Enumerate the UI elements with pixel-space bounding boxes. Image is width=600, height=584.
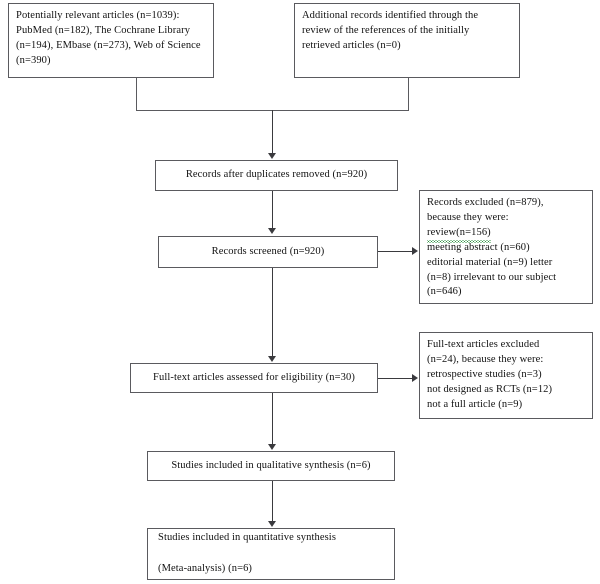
node-records-excluded: Records excluded (n=879), because they w… [419, 190, 593, 304]
identification-databases-line-4: (n=390) [16, 54, 51, 66]
connector-right-drop [408, 78, 409, 110]
node-fulltext-excluded: Full-text articles excluded (n=24), beca… [419, 332, 593, 419]
connector-merge-to-duplicates [272, 110, 273, 154]
records-excluded-line-6: (n=8) irrelevant to our subject [427, 271, 557, 283]
records-excluded-line-2: because they were: [427, 211, 509, 223]
records-excluded-misspelled-word: review(n=156) [427, 226, 491, 243]
connector-qualitative-to-quantitative [272, 481, 273, 522]
quantitative-synthesis-line-1: Studies included in quantitative synthes… [158, 532, 337, 544]
arrowhead-to-screened [268, 228, 276, 234]
identification-additional-line-1: Additional records identified through th… [302, 10, 479, 21]
arrowhead-to-fulltext-excluded [412, 374, 418, 382]
identification-databases-line-3: (n=194), EMbase (n=273), Web of Science [16, 39, 201, 51]
fulltext-excluded-line-2: (n=24), because they were: [427, 353, 544, 365]
node-identification-databases: Potentially relevant articles (n=1039): … [8, 3, 214, 78]
node-qualitative-synthesis: Studies included in qualitative synthesi… [147, 451, 395, 481]
records-excluded-line-3: review(n=156) [427, 226, 585, 243]
node-records-screened: Records screened (n=920) [158, 236, 378, 268]
fulltext-excluded-line-1: Full-text articles excluded [427, 339, 540, 350]
arrowhead-to-quantitative [268, 521, 276, 527]
identification-databases-line-1: Potentially relevant articles (n=1039): [16, 10, 180, 21]
records-excluded-line-4: meeting abstract (n=60) [427, 241, 530, 253]
connector-fulltext-to-excluded [378, 378, 413, 379]
connector-screened-to-fulltext [272, 268, 273, 357]
connector-fulltext-to-qualitative [272, 393, 273, 445]
node-identification-additional: Additional records identified through th… [294, 3, 520, 78]
quantitative-synthesis-line-2: (Meta-analysis) (n=6) [158, 563, 253, 574]
records-screened-label: Records screened (n=920) [211, 245, 325, 257]
fulltext-excluded-line-4: not designed as RCTs (n=12) [427, 383, 553, 395]
node-quantitative-synthesis: Studies included in quantitative synthes… [147, 528, 395, 580]
qualitative-synthesis-label: Studies included in qualitative synthesi… [171, 459, 371, 471]
arrowhead-to-duplicates [268, 153, 276, 159]
arrowhead-to-fulltext-assessed [268, 356, 276, 362]
identification-additional-line-2: review of the references of the initiall… [302, 24, 470, 36]
node-duplicates-removed: Records after duplicates removed (n=920) [155, 160, 398, 191]
records-excluded-line-7: (n=646) [427, 286, 462, 298]
records-excluded-line-1: Records excluded (n=879), [427, 197, 544, 208]
fulltext-excluded-line-3: retrospective studies (n=3) [427, 368, 542, 380]
fulltext-assessed-label: Full-text articles assessed for eligibil… [153, 371, 355, 383]
records-excluded-line-5: editorial material (n=9) letter [427, 256, 553, 268]
fulltext-excluded-line-5: not a full article (n=9) [427, 398, 523, 410]
duplicates-removed-label: Records after duplicates removed (n=920) [185, 169, 368, 181]
arrowhead-to-qualitative [268, 444, 276, 450]
identification-databases-line-2: PubMed (n=182), The Cochrane Library [16, 24, 191, 36]
node-fulltext-assessed: Full-text articles assessed for eligibil… [130, 363, 378, 393]
arrowhead-to-records-excluded [412, 247, 418, 255]
connector-screened-to-excluded [378, 251, 413, 252]
connector-duplicates-to-screened [272, 191, 273, 229]
identification-additional-line-3: retrieved articles (n=0) [302, 39, 401, 51]
connector-left-drop [136, 78, 137, 110]
